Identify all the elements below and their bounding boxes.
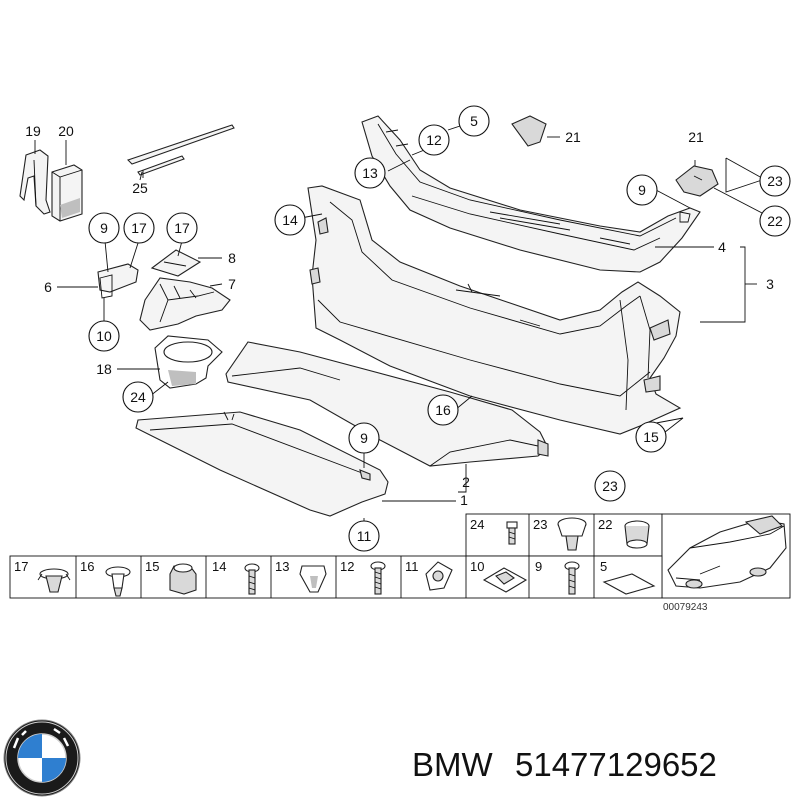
label-21-a: 21 [565,129,581,145]
table-label-5: 5 [600,559,607,574]
callout-13-label: 13 [362,165,378,181]
callout-24: 24 [122,381,154,413]
label-6: 6 [44,279,52,295]
callout-10-label: 10 [96,328,112,344]
car-thumbnail-icon [667,515,787,589]
callout-23-top-label: 23 [767,173,783,189]
label-4: 4 [718,239,726,255]
fastener-15-icon [169,563,197,595]
label-19: 19 [25,123,41,139]
part-20-block [51,164,83,222]
callout-13: 13 [354,157,386,189]
table-label-24: 24 [470,517,484,532]
callout-22-label: 22 [767,213,783,229]
part-25-strip [126,124,235,178]
label-25: 25 [132,180,148,196]
fastener-16-icon [105,566,131,597]
callout-24-label: 24 [130,389,146,405]
parts-table: 24 23 22 17 16 15 14 13 12 11 10 9 5 [9,513,791,613]
callout-14: 14 [274,204,306,236]
callout-22: 22 [759,205,791,237]
label-8: 8 [228,250,236,266]
label-21-b: 21 [688,129,704,145]
table-label-12: 12 [340,559,354,574]
fastener-14-icon [244,563,260,595]
bmw-logo [3,719,81,797]
callout-10: 10 [88,320,120,352]
callout-14-label: 14 [282,212,298,228]
label-2: 2 [462,474,470,490]
fastener-22-icon [624,520,650,549]
caption-brand: BMW [412,746,494,783]
callout-11-label: 11 [357,528,372,544]
callout-9-left-label: 9 [100,220,108,236]
callout-12-label: 12 [426,132,442,148]
callout-17-b: 17 [166,212,198,244]
part-9-plate [97,263,139,299]
callout-17-b-label: 17 [174,220,190,236]
fastener-10-icon [482,567,528,593]
callout-16: 16 [427,394,459,426]
callout-15-label: 15 [643,429,659,445]
callout-9-mid-label: 9 [360,430,368,446]
part-4-sill-trim [361,115,701,273]
caption-part-number: 51477129652 [515,746,717,783]
label-20: 20 [58,123,74,139]
caption: BMW 51477129652 [412,746,717,783]
table-label-14: 14 [212,559,226,574]
callout-17-a-label: 17 [131,220,147,236]
part-3-back-panel [307,185,682,435]
plain-labels: 19 20 25 6 8 7 18 21 21 4 3 2 1 [25,123,774,508]
table-label-17: 17 [14,559,28,574]
fastener-17-icon [37,568,71,593]
table-label-15: 15 [145,559,159,574]
fastener-9-icon [564,561,580,595]
fastener-12-icon [370,561,386,595]
fastener-11-icon [425,561,453,591]
label-3: 3 [766,276,774,292]
fastener-23-icon [557,517,587,551]
part-19-bracket [19,149,51,215]
callout-9-right-label: 9 [638,182,646,198]
callout-9-mid: 9 [348,422,380,454]
callout-15: 15 [635,421,667,453]
table-label-13: 13 [275,559,289,574]
table-label-10: 10 [470,559,484,574]
table-label-9: 9 [535,559,542,574]
callout-17-a: 17 [123,212,155,244]
table-label-11: 11 [405,559,419,574]
callout-5: 5 [458,105,490,137]
callout-23-mid: 23 [594,470,626,502]
table-label-16: 16 [80,559,94,574]
fastener-13-icon [299,565,327,593]
fastener-5-icon [602,573,656,595]
fastener-24-icon [506,521,518,545]
table-label-22: 22 [598,517,612,532]
part-1-floor [135,411,389,517]
callout-23-top: 23 [759,165,791,197]
label-1: 1 [460,492,468,508]
callout-9-left: 9 [88,212,120,244]
callouts: 5 12 13 14 9 23 22 9 17 17 10 24 16 15 9… [88,105,791,552]
part-21-cover-b [675,165,719,197]
callout-12: 12 [418,124,450,156]
label-18: 18 [96,361,112,377]
callout-16-label: 16 [435,402,451,418]
diagram-code: 00079243 [663,602,708,613]
callout-9-right: 9 [626,174,658,206]
part-21-cover-a [511,115,547,147]
part-18-cup [154,335,223,389]
table-label-23: 23 [533,517,547,532]
callout-11: 11 [348,520,380,552]
callout-23-mid-label: 23 [602,478,618,494]
part-2-shelf [225,341,549,467]
part-8-wedge [150,249,202,277]
part-7-bracket [139,277,231,331]
label-7: 7 [228,276,236,292]
callout-5-label: 5 [470,113,478,129]
